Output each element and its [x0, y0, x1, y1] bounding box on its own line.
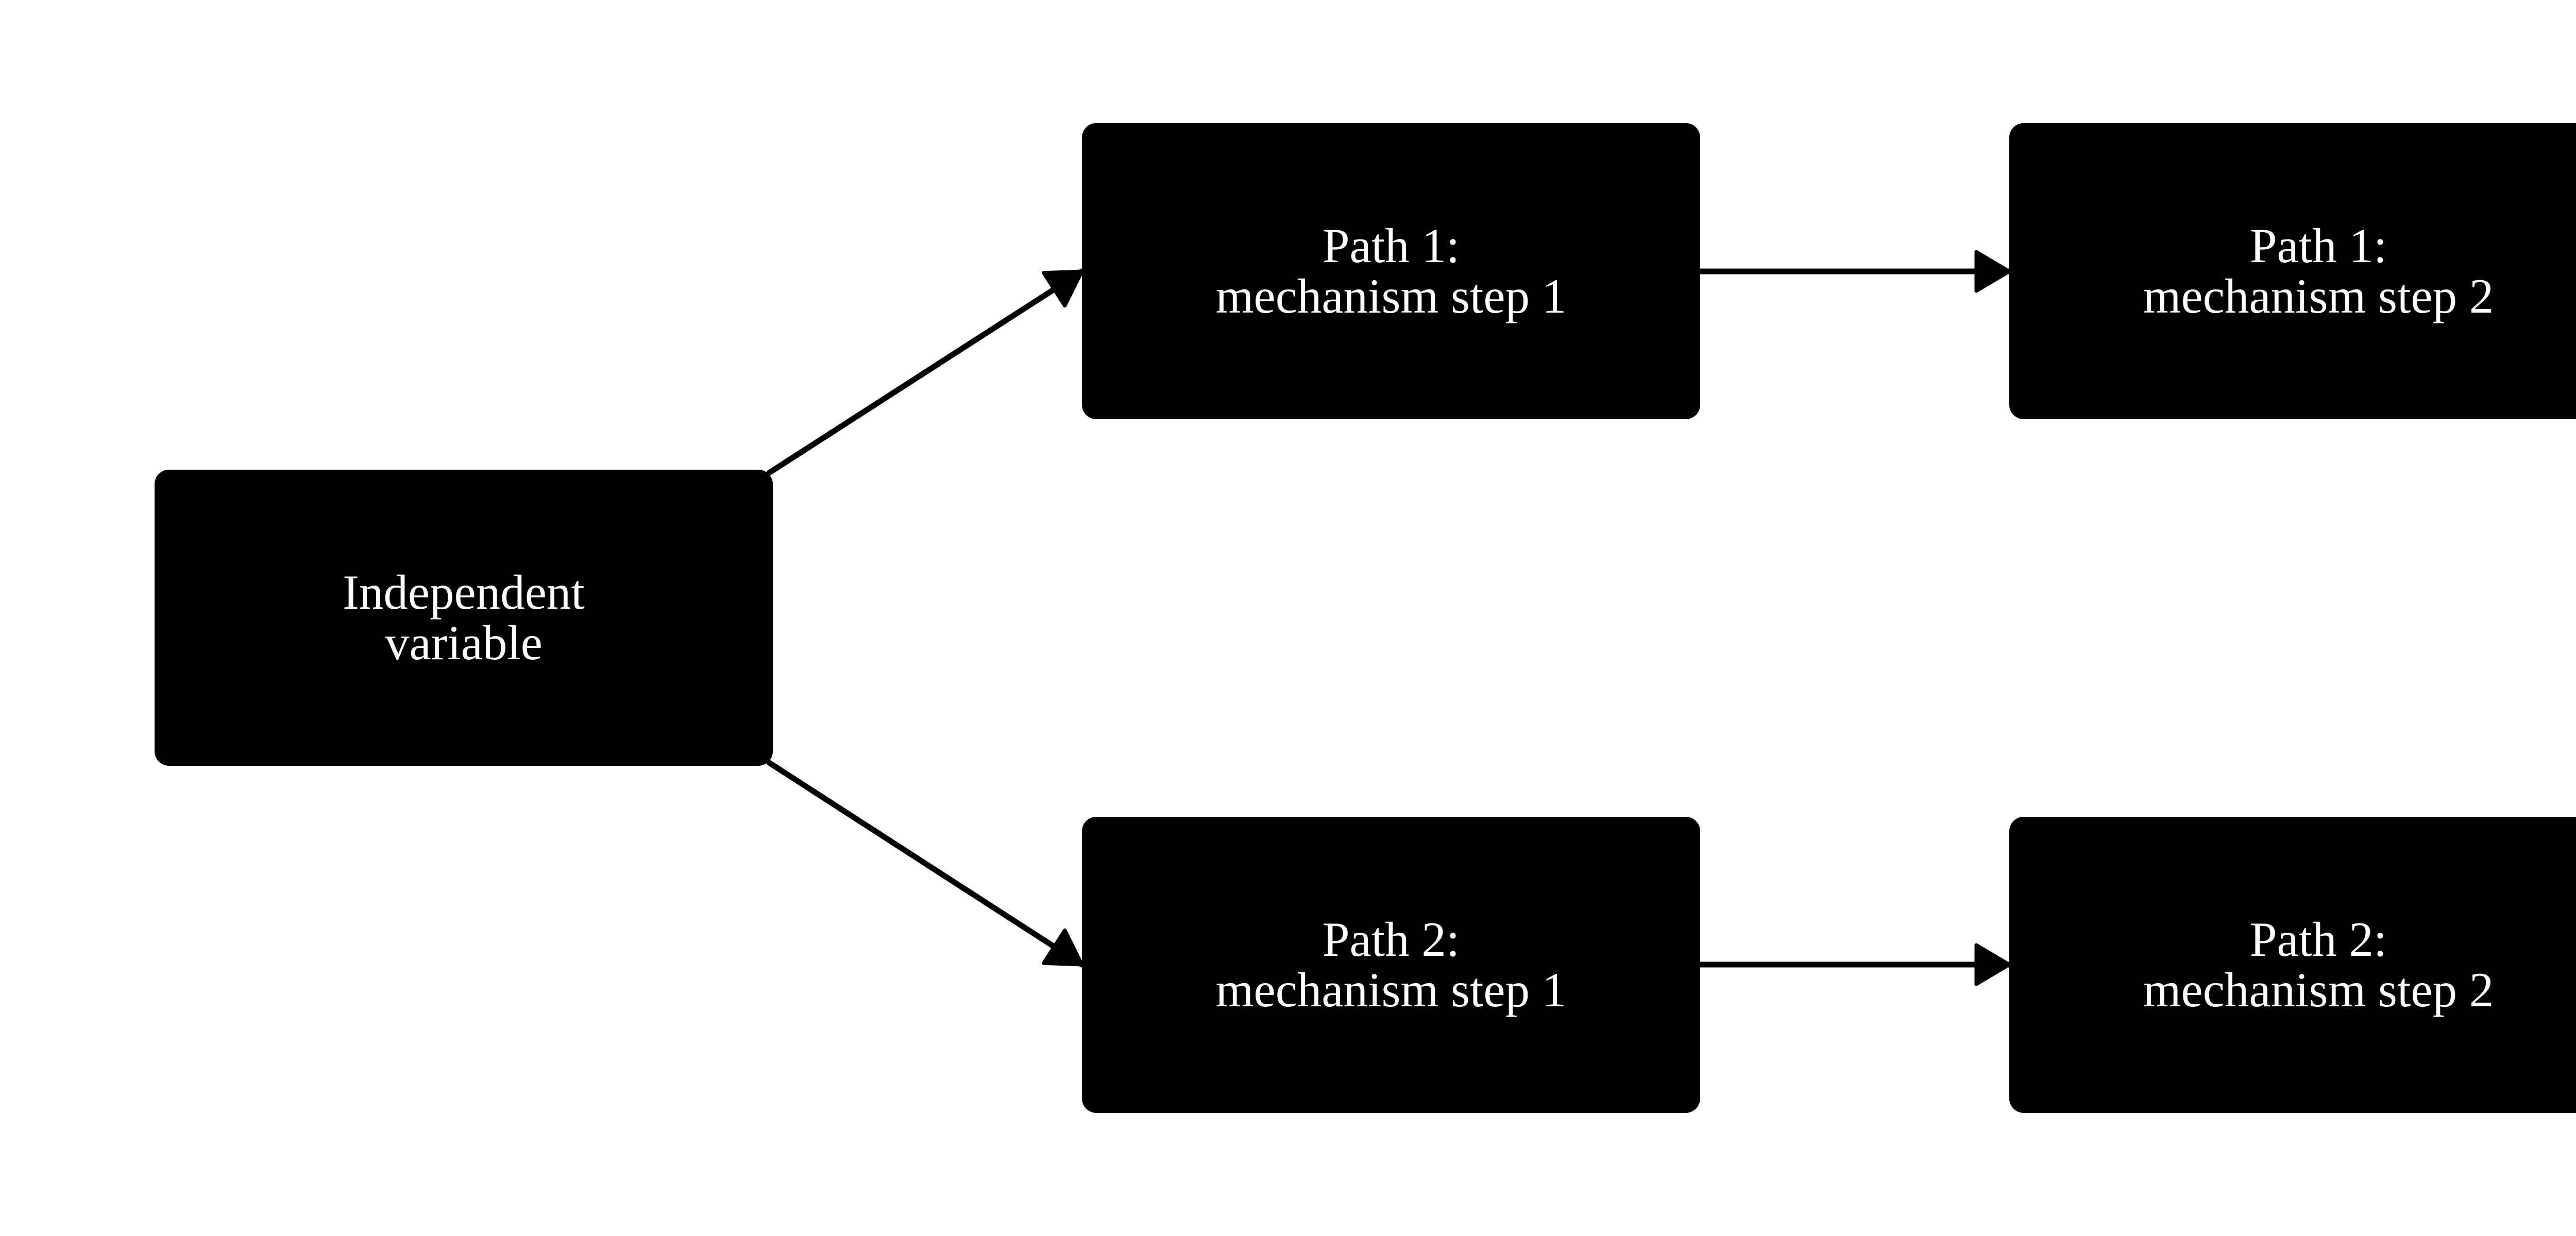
edge-independent-to-path1-step1	[766, 268, 1085, 476]
node-label: Path 2: mechanism step 1	[1215, 912, 1567, 1017]
node-label: Path 1: mechanism step 1	[1215, 218, 1567, 323]
node-path1-step1: Path 1: mechanism step 1	[1082, 123, 1700, 419]
node-label: Path 2: mechanism step 2	[2143, 912, 2494, 1017]
node-label: Independent variable	[343, 564, 585, 670]
edge-independent-to-path2-step1	[766, 760, 1085, 968]
node-path2-step1: Path 2: mechanism step 1	[1082, 817, 1700, 1113]
node-label: Path 1: mechanism step 2	[2143, 218, 2494, 323]
node-path1-step2: Path 1: mechanism step 2	[2009, 123, 2576, 419]
node-path2-step2: Path 2: mechanism step 2	[2009, 817, 2576, 1113]
node-independent-variable: Independent variable	[155, 470, 773, 766]
